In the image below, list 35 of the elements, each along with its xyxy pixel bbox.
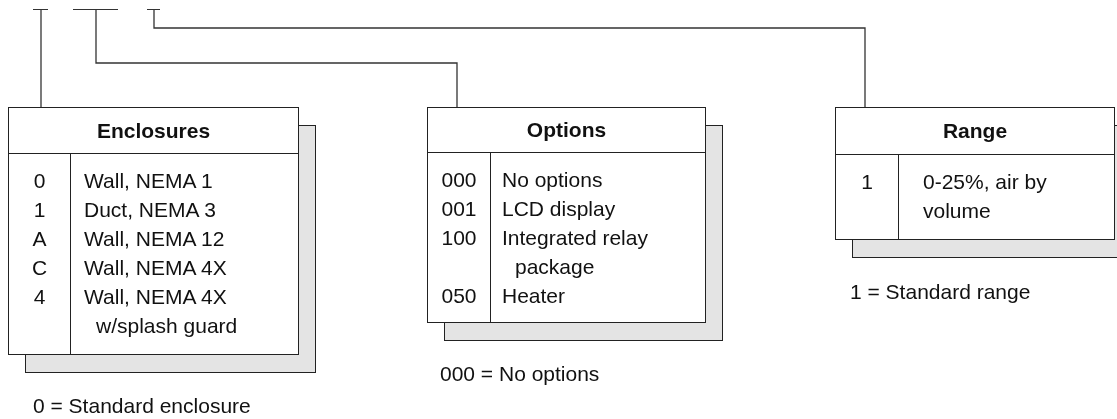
code-cell-text: 0	[32, 168, 47, 194]
description-cell-text: 0-25%, air by volume	[923, 169, 1048, 224]
leader-line	[40, 8, 42, 108]
code-table	[835, 107, 1115, 240]
description-cell-text: Wall, NEMA 1	[84, 168, 214, 194]
leader-line	[95, 8, 458, 108]
description-cell-text: Wall, NEMA 12	[84, 226, 226, 252]
code-cell-text: 4	[32, 284, 47, 310]
description-cell-text: No options	[502, 167, 604, 193]
code-cell-text: A	[31, 226, 48, 252]
code-table	[427, 107, 706, 323]
description-cell-text: Integrated relay package	[502, 225, 649, 280]
table-heading: Enclosures	[96, 118, 211, 143]
note-text: 1 = Standard range	[850, 279, 1031, 305]
code-table	[8, 107, 299, 355]
note-text: 000 = No options	[440, 361, 600, 387]
table-heading: Options	[526, 118, 607, 142]
description-cell-text: Heater	[502, 283, 567, 309]
description-cell-text: Duct, NEMA 3	[84, 197, 217, 223]
code-cell-text: 1	[860, 169, 874, 195]
slot-mark	[147, 9, 160, 11]
description-cell-text: LCD display	[502, 196, 617, 222]
note-text: 0 = Standard enclosure	[33, 393, 251, 419]
code-cell-text: 050	[440, 283, 478, 309]
slot-mark	[73, 9, 118, 11]
description-cell-text: Wall, NEMA 4X w/splash guard	[84, 284, 239, 339]
code-cell-text: 100	[440, 225, 478, 251]
code-cell-text: 001	[440, 196, 478, 222]
code-cell-text: 000	[440, 167, 478, 193]
leader-line	[153, 8, 866, 108]
table-heading: Range	[942, 119, 1008, 143]
code-cell-text: 1	[32, 197, 47, 223]
slot-mark	[33, 9, 48, 11]
code-cell-text: C	[30, 255, 49, 281]
description-cell-text: Wall, NEMA 4X	[84, 255, 228, 281]
